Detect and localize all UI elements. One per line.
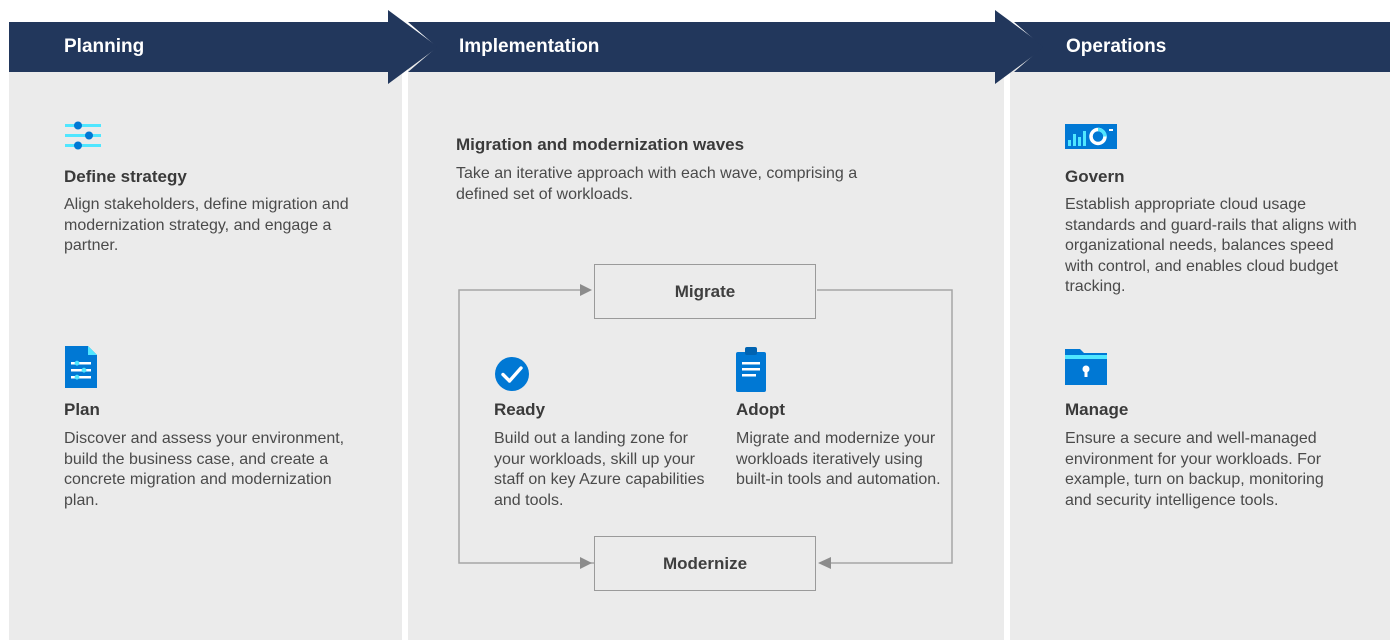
modernize-box: Modernize — [594, 536, 816, 591]
loop-left-line — [458, 289, 594, 564]
arrowhead-to-migrate — [580, 284, 592, 296]
phase-title-operations: Operations — [1066, 36, 1167, 57]
phase-banner — [9, 10, 1390, 84]
ready-title: Ready — [494, 400, 546, 419]
checkmark-circle-icon — [495, 357, 529, 391]
waves-description: Take an iterative approach with each wav… — [456, 165, 858, 203]
operations-chevron — [1014, 22, 1390, 72]
govern-description: Establish appropriate cloud usage standa… — [1065, 196, 1357, 295]
clipboard-icon — [736, 347, 766, 392]
manage-description: Ensure a secure and well-managed environ… — [1065, 430, 1324, 509]
arrowhead-to-modernize — [818, 557, 831, 569]
adopt-title: Adopt — [736, 400, 786, 419]
govern-title: Govern — [1065, 167, 1125, 186]
planning-chevron — [9, 10, 438, 84]
arrowhead-left-to-modernize — [580, 557, 592, 569]
loop-right-line — [817, 289, 953, 564]
define-strategy-title: Define strategy — [64, 167, 187, 186]
migrate-box: Migrate — [594, 264, 816, 319]
manage-title: Manage — [1065, 400, 1129, 419]
ready-description: Build out a landing zone for your worklo… — [494, 430, 705, 509]
planning-panel — [9, 44, 402, 640]
cost-dashboard-icon — [1065, 124, 1117, 149]
define-strategy-description: Align stakeholders, define migration and… — [64, 196, 349, 254]
plan-title: Plan — [64, 400, 100, 419]
waves-title: Migration and modernization waves — [456, 135, 745, 154]
adopt-description: Migrate and modernize your workloads ite… — [736, 430, 941, 488]
document-list-icon — [65, 346, 97, 388]
plan-description: Discover and assess your environment, bu… — [64, 430, 345, 509]
phase-title-planning: Planning — [64, 36, 145, 57]
locked-folder-icon — [1065, 349, 1107, 385]
implementation-chevron — [408, 10, 1045, 84]
sliders-icon — [65, 121, 101, 150]
phase-title-implementation: Implementation — [459, 36, 600, 57]
